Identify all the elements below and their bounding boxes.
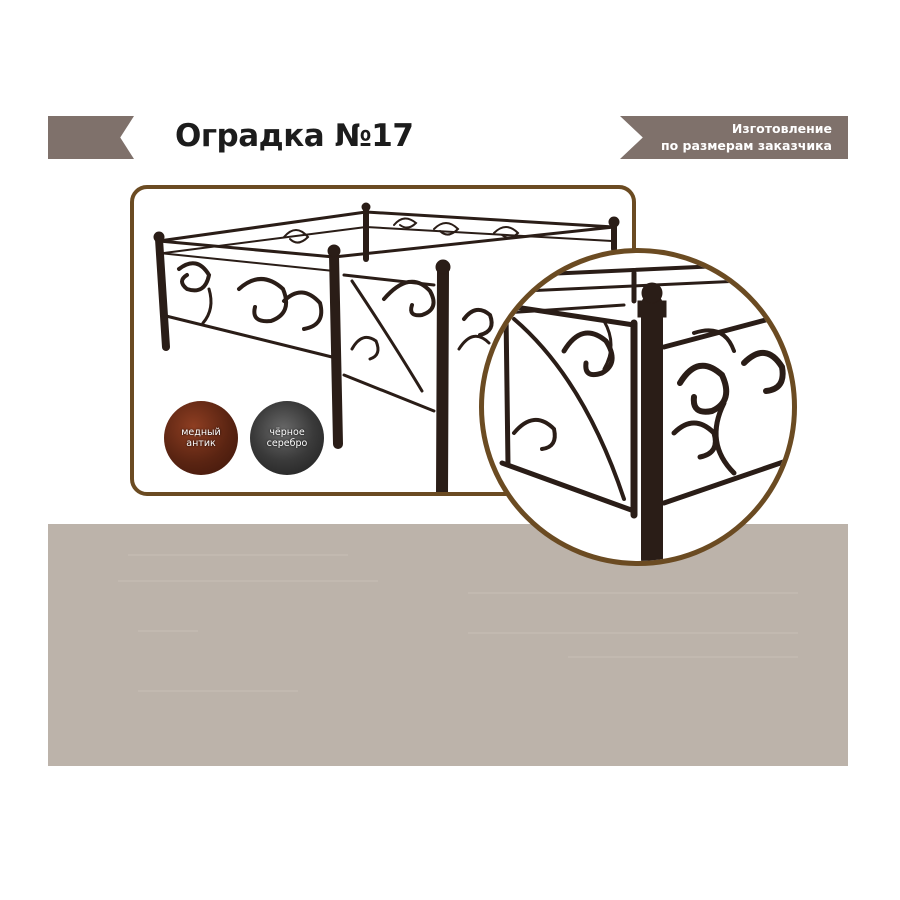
swatch-silver-label-1: чёрное: [269, 427, 305, 438]
black-silver-swatch: чёрное серебро: [250, 401, 324, 475]
custom-size-badge-text: Изготовление по размерам заказчика: [661, 120, 832, 154]
fence-illustration: [153, 202, 620, 492]
swatch-copper-label-1: медный: [181, 427, 221, 438]
faint-line: [138, 690, 298, 692]
faint-line: [128, 554, 348, 556]
left-ribbon: [48, 116, 134, 159]
faint-line: [468, 592, 798, 594]
product-title: Оградка №17: [175, 118, 414, 154]
swatch-silver-label-2: серебро: [266, 438, 308, 449]
bottom-panel: [48, 524, 848, 766]
badge-line-1: Изготовление: [731, 121, 832, 136]
faint-line: [468, 632, 798, 634]
faint-line: [138, 630, 198, 632]
faint-line: [118, 580, 378, 582]
faint-line: [568, 656, 798, 658]
zoomed-fence-detail: [499, 261, 792, 561]
custom-size-badge: Изготовление по размерам заказчика: [620, 116, 848, 159]
detail-zoom-circle: [479, 248, 797, 566]
copper-antique-swatch: медный антик: [164, 401, 238, 475]
swatch-copper-label-2: антик: [186, 438, 216, 449]
badge-line-2: по размерам заказчика: [660, 138, 832, 153]
